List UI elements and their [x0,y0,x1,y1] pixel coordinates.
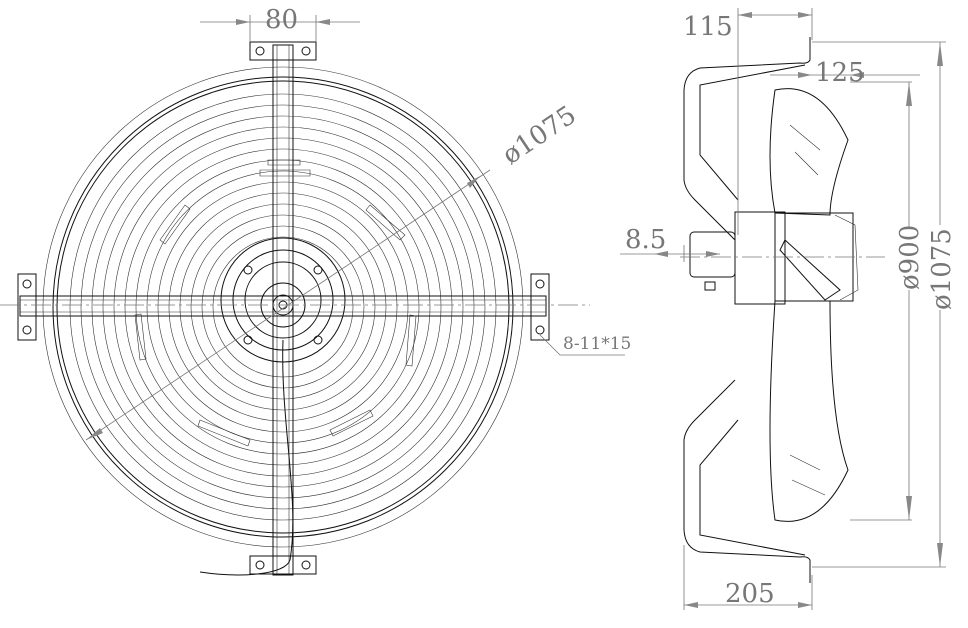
guard-ring [201,225,365,389]
guard-ring [157,181,409,433]
guard-rings [69,93,497,521]
guard-rim [52,76,514,538]
fan-blade-top [769,88,849,216]
left-bracket [17,273,37,341]
side-outer-diameter-dimension: ø1075 [927,228,957,310]
fan-blade-bottom [769,300,849,522]
motor-offset-dimension: 8.5 [625,225,666,255]
side-depth-dimension: 115 [683,12,733,42]
vertical-support-bar [272,44,294,576]
horizontal-support-bar [19,295,547,317]
blade-diameter-dimension: ø900 [895,225,925,290]
guard-ring [113,137,453,477]
guard-ring [168,192,398,422]
bracket-width-dimension: 80 [265,5,298,35]
front-view: 80 ø1075 8-11*15 [0,5,631,576]
bottom-bracket [249,555,317,575]
outer-guard-circle [42,66,524,548]
guard-ring [91,115,475,499]
top-bracket [249,41,317,61]
fan-blade-middle [779,239,841,301]
guard-ring [179,203,387,411]
guard-profile-top [683,37,811,241]
guard-ring [124,148,442,466]
power-cable [199,339,294,576]
guard-ring [69,93,497,521]
motor-mount [734,211,786,305]
guard-ring [102,126,464,488]
overall-depth-dimension: 205 [725,579,775,609]
guard-ring [190,214,376,400]
mounting-holes-dimension: 8-11*15 [563,334,631,354]
flange-offset-dimension: 125 [815,58,865,88]
right-bracket [530,273,550,341]
guard-ring [80,104,486,510]
front-outer-diameter-dimension: ø1075 [497,100,582,171]
guard-profile-bottom [683,379,811,583]
guard-ring [146,170,420,444]
side-view: 115 125 8.5 ø900 ø1075 205 [620,8,957,610]
